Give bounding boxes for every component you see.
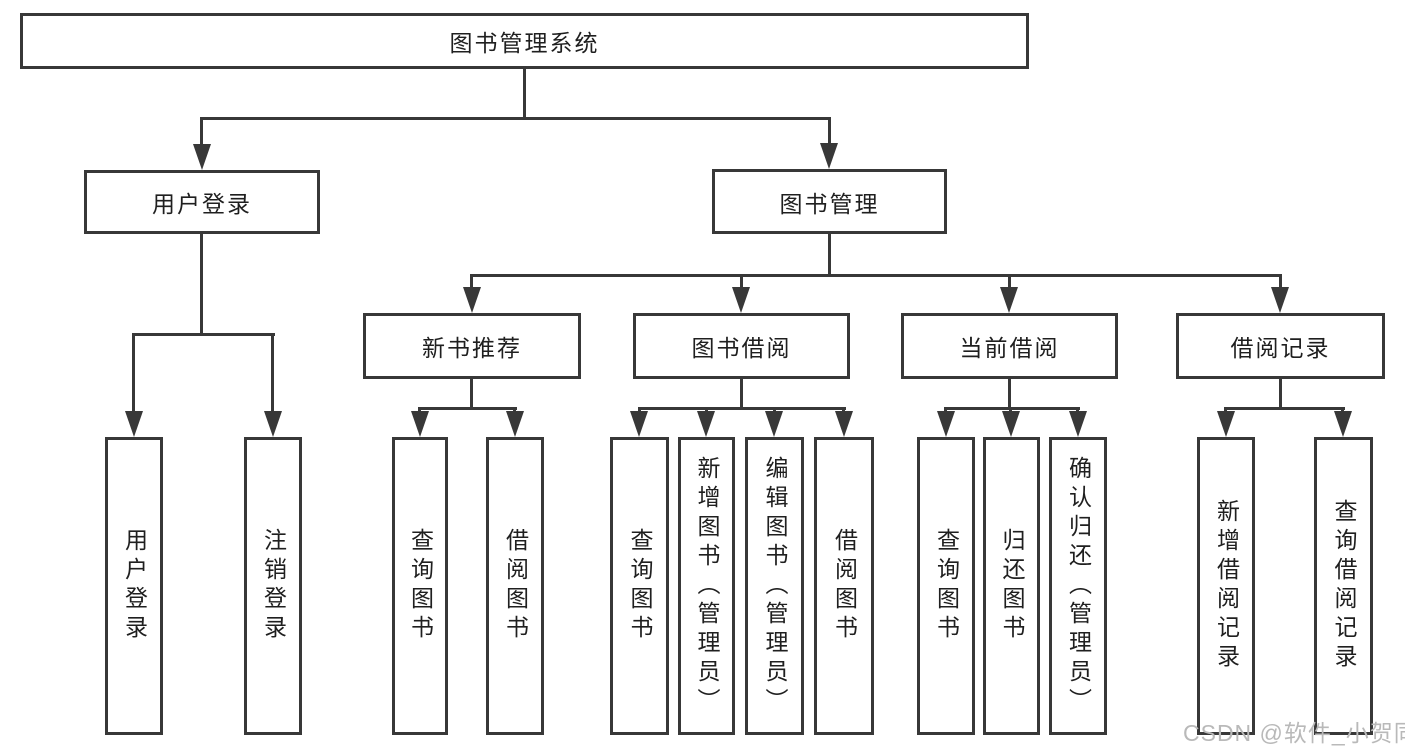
arrowhead-down-icon <box>1217 411 1235 437</box>
connector-line <box>200 234 203 336</box>
node-user-login-label: 用户登录 <box>152 191 252 217</box>
node-book-management: 图书管理 <box>712 169 947 234</box>
arrowhead-down-icon <box>765 411 783 437</box>
connector-line <box>132 333 275 336</box>
arrowhead-down-icon <box>1002 411 1020 437</box>
node-root-label: 图书管理系统 <box>449 30 600 56</box>
connector-line <box>1279 379 1282 410</box>
arrowhead-down-icon <box>1271 287 1289 313</box>
arrowhead-down-icon <box>1069 411 1087 437</box>
leaf-return-books-label: 归还图书 <box>999 528 1025 644</box>
connector-line <box>470 274 473 288</box>
node-root: 图书管理系统 <box>20 13 1029 69</box>
node-book-borrowing: 图书借阅 <box>633 313 850 379</box>
connector-line <box>200 118 203 146</box>
arrowhead-down-icon <box>697 411 715 437</box>
connector-line <box>1008 274 1011 288</box>
leaf-query-books-current: 查询图书 <box>917 437 975 735</box>
arrowhead-down-icon <box>937 411 955 437</box>
connector-line <box>828 234 831 277</box>
leaf-add-books-admin: 新增图书（管理员） <box>678 437 735 735</box>
arrowhead-down-icon <box>125 411 143 437</box>
leaf-user-login: 用户登录 <box>105 437 163 735</box>
leaf-borrow-books-borrow: 借阅图书 <box>814 437 874 735</box>
arrowhead-down-icon <box>506 411 524 437</box>
node-book-borrowing-label: 图书借阅 <box>691 335 792 361</box>
leaf-confirm-return-admin: 确认归还（管理员） <box>1049 437 1107 735</box>
leaf-query-books-recommend-label: 查询图书 <box>407 528 434 644</box>
connector-line <box>470 274 1282 277</box>
arrowhead-down-icon <box>1000 287 1018 313</box>
connector-line <box>418 407 517 410</box>
node-borrowing-records: 借阅记录 <box>1176 313 1385 379</box>
arrowhead-down-icon <box>820 143 838 169</box>
node-user-login: 用户登录 <box>84 170 320 234</box>
leaf-add-books-admin-label: 新增图书（管理员） <box>694 455 720 717</box>
leaf-query-borrow-record-label: 查询借阅记录 <box>1331 499 1357 673</box>
connector-line <box>1224 407 1345 410</box>
connector-line <box>132 333 135 413</box>
node-current-borrowing: 当前借阅 <box>901 313 1118 379</box>
leaf-query-books-borrow-label: 查询图书 <box>627 528 653 644</box>
leaf-edit-books-admin-label: 编辑图书（管理员） <box>762 455 788 717</box>
leaf-borrow-books-recommend-label: 借阅图书 <box>502 528 529 644</box>
connector-line <box>740 274 743 288</box>
connector-line <box>470 379 473 410</box>
connector-line <box>638 407 846 410</box>
connector-line <box>523 69 526 120</box>
arrowhead-down-icon <box>463 287 481 313</box>
connector-line <box>828 118 831 146</box>
node-new-book-recommendation: 新书推荐 <box>363 313 581 379</box>
arrowhead-down-icon <box>630 411 648 437</box>
connector-line <box>944 407 1080 410</box>
connector-line <box>740 379 743 410</box>
arrowhead-down-icon <box>835 411 853 437</box>
arrowhead-down-icon <box>264 411 282 437</box>
leaf-logout-label: 注销登录 <box>260 528 287 644</box>
node-new-book-recommendation-label: 新书推荐 <box>422 335 522 361</box>
leaf-query-books-borrow: 查询图书 <box>610 437 669 735</box>
leaf-add-borrow-record: 新增借阅记录 <box>1197 437 1255 735</box>
leaf-query-books-recommend: 查询图书 <box>392 437 448 735</box>
watermark: CSDN @软件_小贺同学 <box>1183 720 1405 746</box>
leaf-return-books: 归还图书 <box>983 437 1040 735</box>
leaf-add-borrow-record-label: 新增借阅记录 <box>1213 499 1240 673</box>
leaf-user-login-label: 用户登录 <box>121 528 148 644</box>
node-book-management-label: 图书管理 <box>779 190 880 217</box>
connector-line <box>271 333 274 413</box>
node-current-borrowing-label: 当前借阅 <box>959 335 1060 361</box>
leaf-borrow-books-recommend: 借阅图书 <box>486 437 544 735</box>
connector-line <box>1008 379 1011 410</box>
arrowhead-down-icon <box>1334 411 1352 437</box>
leaf-borrow-books-borrow-label: 借阅图书 <box>831 528 858 644</box>
leaf-confirm-return-admin-label: 确认归还（管理员） <box>1065 455 1092 717</box>
arrowhead-down-icon <box>411 411 429 437</box>
leaf-query-borrow-record: 查询借阅记录 <box>1314 437 1373 735</box>
arrowhead-down-icon <box>193 144 211 170</box>
arrowhead-down-icon <box>732 287 750 313</box>
connector-line <box>1279 274 1282 288</box>
node-borrowing-records-label: 借阅记录 <box>1230 335 1331 361</box>
leaf-query-books-current-label: 查询图书 <box>933 528 960 644</box>
connector-line <box>200 117 831 120</box>
leaf-logout: 注销登录 <box>244 437 302 735</box>
leaf-edit-books-admin: 编辑图书（管理员） <box>745 437 804 735</box>
